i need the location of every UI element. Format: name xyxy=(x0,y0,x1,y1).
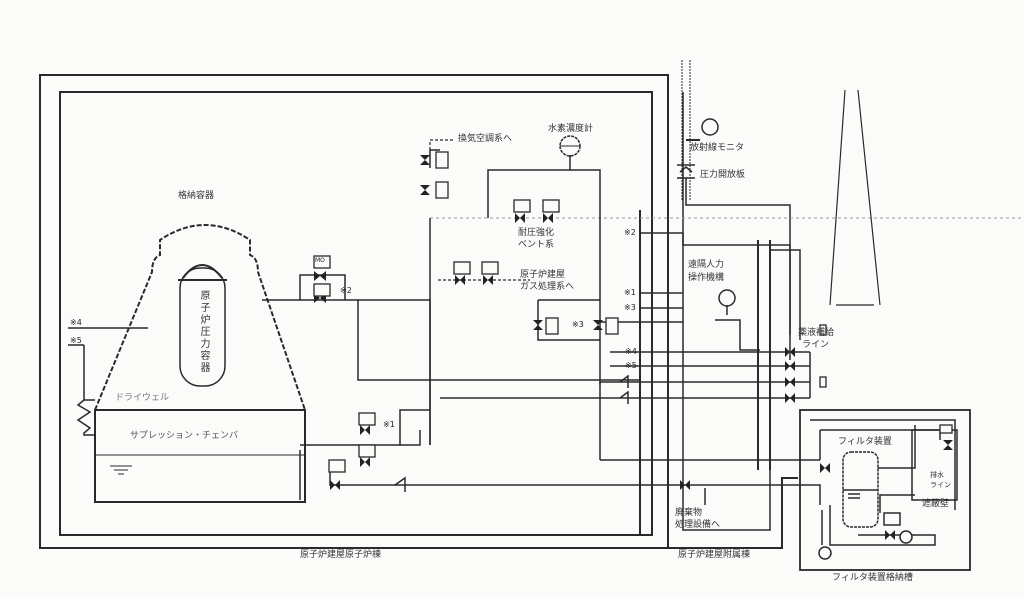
chemical-supply-label-1: 薬液補給 xyxy=(798,328,835,338)
rupture-disk-icon xyxy=(677,164,695,179)
radiation-monitor-label: 放射線モニタ xyxy=(690,143,745,153)
shield-label: 遮蔽壁 xyxy=(922,499,950,509)
reactor-building-outer-wall xyxy=(39,74,669,549)
marker-1-right: ※1 xyxy=(624,288,636,297)
marker-4-left: ※4 xyxy=(70,318,82,327)
drain-line-label-1: 排水 xyxy=(930,471,944,479)
ventilation-label: 換気空調系へ xyxy=(458,134,513,144)
exhaust-stack xyxy=(829,89,881,306)
reactor-building-label: 原子炉建屋原子炉棟 xyxy=(300,550,382,560)
annex-building-wall xyxy=(668,477,798,549)
rupture-disk-label: 圧力開放板 xyxy=(700,170,746,180)
marker-3-right: ※3 xyxy=(624,303,636,312)
hardened-vent-label-2: ベント系 xyxy=(518,240,555,250)
remote-operation-label-1: 遠隔人力 xyxy=(688,260,725,270)
remote-operation-label-2: 操作機構 xyxy=(688,273,725,283)
drywell-label: ドライウェル xyxy=(115,393,170,403)
pump-icon xyxy=(899,530,913,544)
filter-pit-wall xyxy=(799,409,971,571)
waste-treatment-label-1: 廃棄物 xyxy=(675,508,703,518)
drain-line-label-2: ライン xyxy=(930,481,951,489)
marker-4-right: ※4 xyxy=(625,347,637,356)
sgts-label-1: 原子炉建屋 xyxy=(520,270,566,280)
marker-5-right: ※5 xyxy=(625,361,637,370)
containment-label: 格納容器 xyxy=(178,191,215,201)
marker-2-left: ※2 xyxy=(340,286,352,295)
marker-2-right: ※2 xyxy=(624,228,636,237)
hydrogen-meter-label: 水素濃度計 xyxy=(548,124,594,134)
reactor-pressure-vessel xyxy=(179,267,226,387)
annex-building-label: 原子炉建屋附属棟 xyxy=(678,550,751,560)
sgts-label-2: ガス処理系へ xyxy=(520,282,575,292)
chemical-supply-label-2: ライン xyxy=(802,340,830,350)
rpv-label: 原子炉圧力容器 xyxy=(198,290,209,374)
containment-vessel xyxy=(94,224,306,411)
marker-5-left: ※5 xyxy=(70,336,82,345)
hardened-vent-label-1: 耐圧強化 xyxy=(518,228,555,238)
filter-pit-label: フィルタ装置格納槽 xyxy=(832,573,913,583)
marker-1-left: ※1 xyxy=(383,420,395,429)
marker-3-left: ※3 xyxy=(572,320,584,329)
waste-treatment-label-2: 処理設備へ xyxy=(675,520,721,530)
suppression-chamber xyxy=(94,409,306,503)
filter-device-label: フィルタ装置 xyxy=(838,437,892,447)
mo-label: MO xyxy=(315,257,325,264)
reactor-building-inner-wall xyxy=(59,91,653,536)
radiation-monitor-icon xyxy=(701,118,719,136)
valve-actuators xyxy=(313,151,953,473)
suppression-chamber-label: サプレッション・チェンバ xyxy=(130,431,239,441)
water-level-icon xyxy=(110,465,132,475)
